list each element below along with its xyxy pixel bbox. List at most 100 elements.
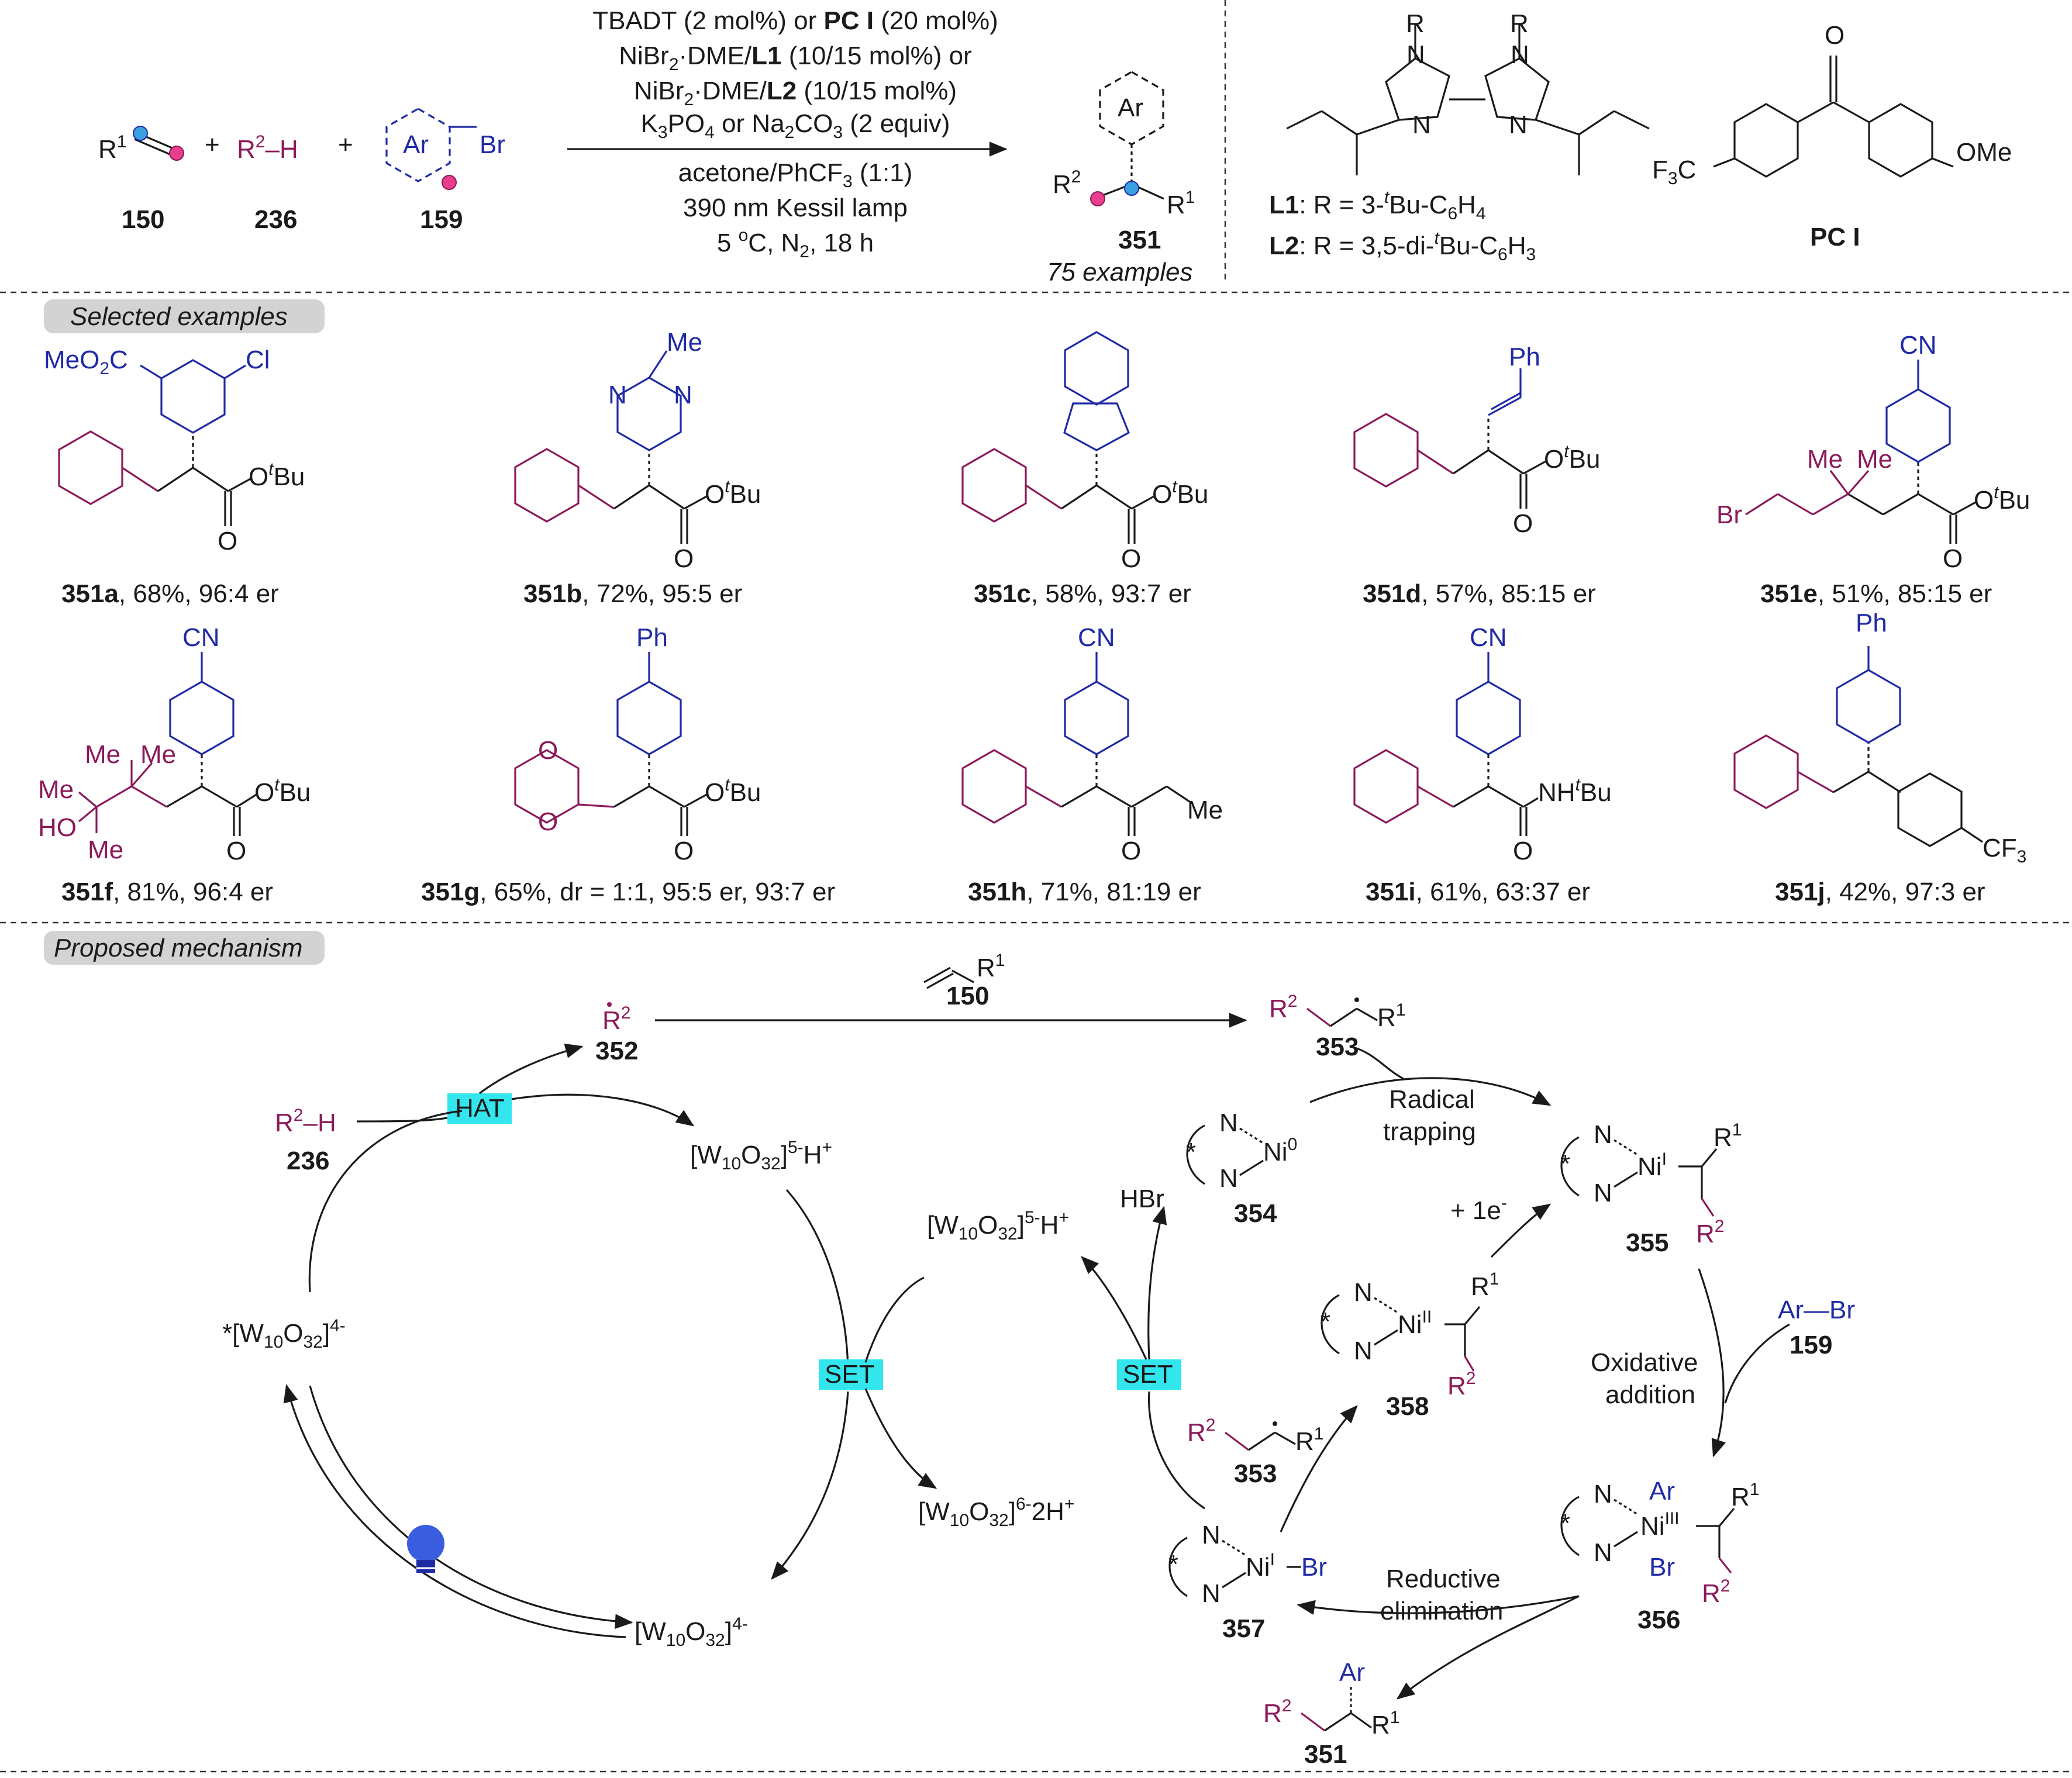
svg-text:5 oC, N2, 18 h: 5 oC, N2, 18 h xyxy=(717,226,874,261)
ni1-alkyl-complex-355: * N N NiI R1 R2 355 xyxy=(1560,1120,1742,1257)
svg-text:Me: Me xyxy=(1857,445,1892,474)
svg-text:Br: Br xyxy=(1716,500,1742,529)
svg-text:CN: CN xyxy=(182,623,220,652)
svg-text:351j, 42%, 97:3 er: 351j, 42%, 97:3 er xyxy=(1775,878,1985,906)
svg-text:CN: CN xyxy=(1078,623,1115,652)
blue-dot-icon xyxy=(1124,181,1139,196)
svg-text:R2: R2 xyxy=(1702,1576,1730,1608)
svg-text:[W10O32]5-H+: [W10O32]5-H+ xyxy=(690,1138,832,1173)
svg-text:OtBu: OtBu xyxy=(254,775,311,807)
ligand-l2-label: L2: R = 3,5-di-tBu-C6H3 xyxy=(1269,229,1536,264)
svg-text:R2: R2 xyxy=(1269,992,1297,1023)
ni2-complex-358: * N N NiII R1 R2 358 xyxy=(1321,1269,1499,1421)
svg-text:NiBr2·DME/L2 (10/15 mol%): NiBr2·DME/L2 (10/15 mol%) xyxy=(634,77,957,109)
svg-text:R1: R1 xyxy=(1167,188,1195,219)
svg-text:R2–H: R2–H xyxy=(275,1106,336,1137)
svg-text:*: * xyxy=(1560,1149,1570,1178)
product-351-structure: Ar xyxy=(1099,71,1164,184)
svg-text:Ar: Ar xyxy=(1118,94,1143,122)
example-351g: O O Ph OtBu O 351g, 65%, dr = 1:1, 95:5 … xyxy=(421,623,835,906)
svg-text:Ph: Ph xyxy=(636,623,668,652)
svg-text:N: N xyxy=(1354,1278,1373,1307)
svg-text:*: * xyxy=(1321,1307,1330,1336)
svg-text:*: * xyxy=(1186,1138,1196,1166)
svg-text:O: O xyxy=(1121,837,1141,865)
svg-text:HBr: HBr xyxy=(1120,1185,1164,1213)
svg-text:R2: R2 xyxy=(1053,167,1081,199)
svg-text:TBADT (2 mol%) or PC I (20 mol: TBADT (2 mol%) or PC I (20 mol%) xyxy=(592,6,998,35)
svg-text:Br: Br xyxy=(1649,1553,1675,1582)
svg-text:351c, 58%, 93:7 er: 351c, 58%, 93:7 er xyxy=(974,579,1191,608)
compound-351: 351 xyxy=(1118,226,1161,254)
svg-text:N: N xyxy=(1594,1480,1612,1508)
svg-text:R: R xyxy=(1510,9,1529,38)
svg-text:N: N xyxy=(1511,40,1529,69)
reaction-equation: R1 150 + R2–H 236 + Ar Br 159 TBADT (2 m… xyxy=(98,6,1195,286)
light-bulb-icon xyxy=(407,1525,444,1573)
example-351f: CN Me Me Me HO Me OtBu O 351f, 81%, 96:4… xyxy=(38,623,311,906)
svg-text:*: * xyxy=(1560,1509,1570,1538)
svg-text:R1: R1 xyxy=(98,132,126,164)
svg-text:Ph: Ph xyxy=(1509,343,1540,371)
ni0-complex-354: * N N Ni0 354 xyxy=(1186,1109,1297,1228)
aryl-ring-159: Ar xyxy=(385,108,477,182)
svg-text:357: 357 xyxy=(1222,1614,1265,1643)
svg-text:Ni0: Ni0 xyxy=(1263,1135,1297,1166)
svg-text:R2: R2 xyxy=(602,1003,630,1035)
svg-text:R1: R1 xyxy=(1714,1120,1742,1152)
svg-text:R2: R2 xyxy=(1187,1416,1215,1447)
svg-text:R1: R1 xyxy=(1471,1269,1499,1301)
svg-text:N: N xyxy=(674,381,692,409)
svg-text:351i, 61%, 63:37 er: 351i, 61%, 63:37 er xyxy=(1366,878,1590,906)
svg-text:351f, 81%, 96:4 er: 351f, 81%, 96:4 er xyxy=(61,878,273,906)
svg-text:O: O xyxy=(1121,544,1141,573)
example-351i: CN NHtBu O 351i, 61%, 63:37 er xyxy=(1353,623,1612,906)
example-351a: MeO2C Cl OtBu O 351a, 68%, 96:4 er xyxy=(44,346,305,608)
examples-count: 75 examples xyxy=(1047,258,1192,286)
example-351e: CN Br Me Me OtBu O 351e, 51%, 85:15 er xyxy=(1716,331,2030,608)
svg-text:351: 351 xyxy=(1304,1740,1347,1769)
pc-label: PC I xyxy=(1810,223,1860,251)
svg-text:NiIII: NiIII xyxy=(1640,1509,1680,1541)
ligand-structure: N N N N R R L1: R = 3-tBu-C6H4 L2: R = 3… xyxy=(1269,9,1650,264)
svg-text:+: + xyxy=(205,130,220,159)
svg-text:236: 236 xyxy=(287,1147,329,1175)
pink-dot-icon xyxy=(1090,191,1105,206)
svg-text:Br: Br xyxy=(1301,1553,1327,1582)
svg-text:390 nm Kessil lamp: 390 nm Kessil lamp xyxy=(683,194,908,222)
svg-text:R1: R1 xyxy=(1295,1424,1323,1456)
svg-text:[W10O32]4-: [W10O32]4- xyxy=(635,1614,748,1650)
svg-text:353: 353 xyxy=(1234,1459,1277,1488)
photocatalyst-structure: O F3C OMe PC I xyxy=(1652,21,2012,251)
svg-text:O: O xyxy=(226,837,246,865)
svg-text:SET: SET xyxy=(1123,1360,1173,1389)
mechanism-diagram: R1 150 R2 352 R2 R1 353 R2–H 236 HAT *[W… xyxy=(222,951,1855,1769)
svg-text:351d, 57%, 85:15 er: 351d, 57%, 85:15 er xyxy=(1363,579,1596,608)
example-351c: OtBu O 351c, 58%, 93:7 er xyxy=(961,331,1208,608)
svg-text:351e, 51%, 85:15 er: 351e, 51%, 85:15 er xyxy=(1760,579,1992,608)
svg-text:[W10O32]6-2H+: [W10O32]6-2H+ xyxy=(918,1494,1074,1530)
compound-159: 159 xyxy=(420,205,463,234)
svg-text:addition: addition xyxy=(1605,1380,1695,1409)
svg-text:NiI: NiI xyxy=(1637,1149,1667,1181)
svg-text:351a, 68%, 96:4 er: 351a, 68%, 96:4 er xyxy=(61,579,279,608)
svg-text:R1: R1 xyxy=(1377,1000,1405,1032)
svg-text:OMe: OMe xyxy=(1956,138,2012,167)
svg-text:N: N xyxy=(1594,1179,1612,1207)
svg-text:O: O xyxy=(538,807,558,836)
svg-text:N: N xyxy=(1594,1120,1612,1149)
svg-text:Cl: Cl xyxy=(246,346,270,374)
svg-text:351g, 65%, dr = 1:1, 95:5 er,: 351g, 65%, dr = 1:1, 95:5 er, 93:7 er xyxy=(421,878,835,906)
ni1-bromide-complex-357: * N N NiI Br 357 xyxy=(1168,1521,1327,1643)
svg-text:*[W10O32]4-: *[W10O32]4- xyxy=(222,1316,346,1352)
svg-text:352: 352 xyxy=(595,1037,638,1065)
svg-text:R1: R1 xyxy=(1731,1480,1759,1511)
svg-text:Selected examples: Selected examples xyxy=(70,302,288,331)
svg-text:MeO2C: MeO2C xyxy=(44,346,128,378)
svg-text:NiI: NiI xyxy=(1246,1550,1275,1582)
svg-text:Ph: Ph xyxy=(1856,609,1887,637)
svg-text:Br: Br xyxy=(480,130,505,159)
svg-text:R2: R2 xyxy=(1447,1369,1475,1400)
svg-text:[W10O32]5-H+: [W10O32]5-H+ xyxy=(927,1208,1069,1244)
